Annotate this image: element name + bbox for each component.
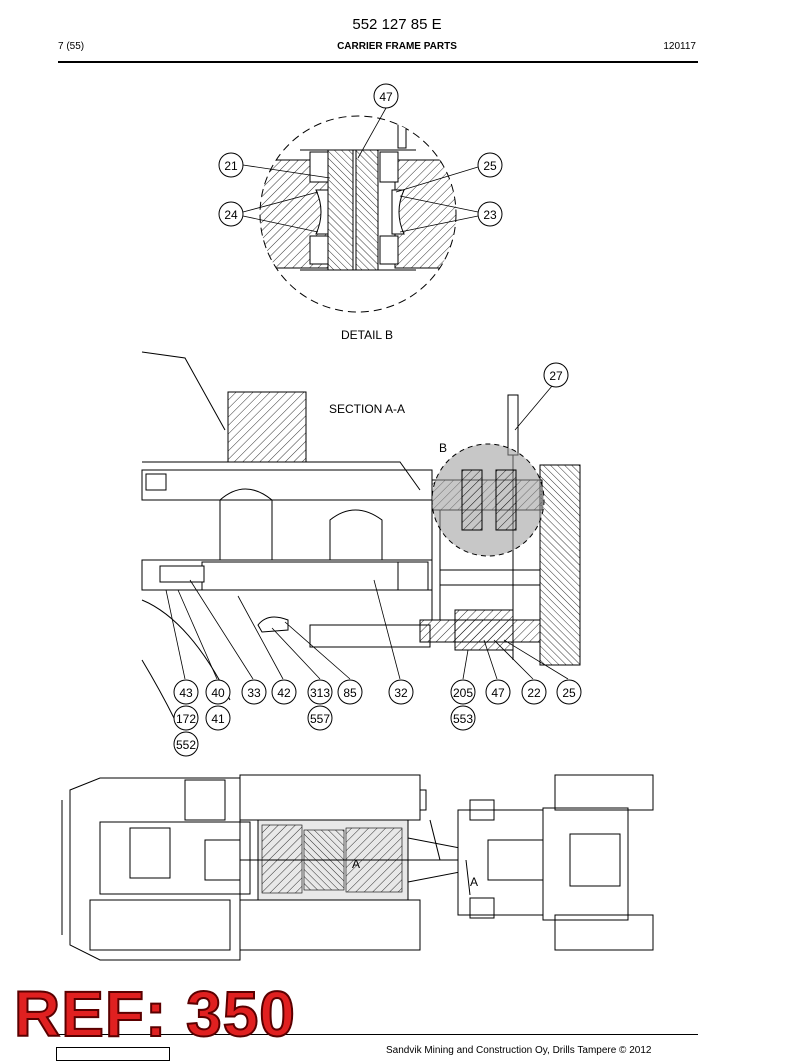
callout-25-detail: 25 — [477, 152, 503, 178]
callout-553: 553 — [450, 705, 476, 731]
svg-text:32: 32 — [394, 686, 408, 700]
svg-text:23: 23 — [483, 208, 497, 222]
svg-text:172: 172 — [176, 712, 196, 726]
footer-copyright: Sandvik Mining and Construction Oy, Dril… — [386, 1045, 652, 1056]
footer-rule — [58, 1034, 698, 1035]
page-number: 7 (55) — [58, 41, 85, 52]
svg-text:25: 25 — [483, 159, 497, 173]
document-date: 120117 — [663, 41, 696, 52]
callout-557: 557 — [307, 705, 333, 731]
svg-text:22: 22 — [527, 686, 541, 700]
svg-text:47: 47 — [491, 686, 505, 700]
callout-32: 32 — [388, 679, 414, 705]
detail-b-highlight — [431, 443, 545, 557]
svg-text:21: 21 — [224, 159, 238, 173]
callout-42: 42 — [271, 679, 297, 705]
callout-41: 41 — [205, 705, 231, 731]
callout-172: 172 — [173, 705, 199, 731]
svg-text:24: 24 — [224, 208, 238, 222]
section-a-a-label: SECTION A-A — [329, 402, 405, 416]
callout-85: 85 — [337, 679, 363, 705]
callout-22: 22 — [521, 679, 547, 705]
svg-text:553: 553 — [453, 712, 473, 726]
svg-text:42: 42 — [277, 686, 291, 700]
section-a-a-drawing — [141, 351, 581, 721]
callout-21: 21 — [218, 152, 244, 178]
marker-b: B — [439, 441, 447, 455]
callout-552: 552 — [173, 731, 199, 757]
callout-47-detail: 47 — [373, 83, 399, 109]
detail-b-inset-parts — [461, 469, 517, 531]
callout-43: 43 — [173, 679, 199, 705]
svg-text:205: 205 — [453, 686, 473, 700]
plan-view-drawing — [61, 774, 654, 961]
document-number: 552 127 85 E — [352, 16, 442, 33]
marker-a-1: A — [352, 857, 360, 871]
callout-33: 33 — [241, 679, 267, 705]
marker-a-2: A — [470, 875, 478, 889]
callout-313: 313 — [307, 679, 333, 705]
detail-b-drawing — [259, 115, 457, 313]
svg-text:43: 43 — [179, 686, 193, 700]
svg-text:25: 25 — [562, 686, 576, 700]
callout-47: 47 — [485, 679, 511, 705]
svg-text:33: 33 — [247, 686, 261, 700]
callout-23: 23 — [477, 201, 503, 227]
detail-b-label: DETAIL B — [341, 328, 393, 342]
callout-25: 25 — [556, 679, 582, 705]
svg-text:85: 85 — [343, 686, 357, 700]
svg-text:552: 552 — [176, 738, 196, 752]
header-rule — [58, 61, 698, 63]
callout-205: 205 — [450, 679, 476, 705]
ref-watermark: REF: 350 — [13, 978, 296, 1050]
svg-text:313: 313 — [310, 686, 330, 700]
callout-24: 24 — [218, 201, 244, 227]
svg-text:41: 41 — [211, 712, 225, 726]
svg-text:27: 27 — [549, 369, 563, 383]
callout-40: 40 — [205, 679, 231, 705]
svg-text:40: 40 — [211, 686, 225, 700]
callout-27: 27 — [543, 362, 569, 388]
section-a-a-leaders — [165, 385, 569, 680]
page-title: CARRIER FRAME PARTS — [337, 41, 457, 52]
svg-text:47: 47 — [379, 90, 393, 104]
detail-b-callouts — [242, 107, 479, 233]
svg-text:557: 557 — [310, 712, 330, 726]
